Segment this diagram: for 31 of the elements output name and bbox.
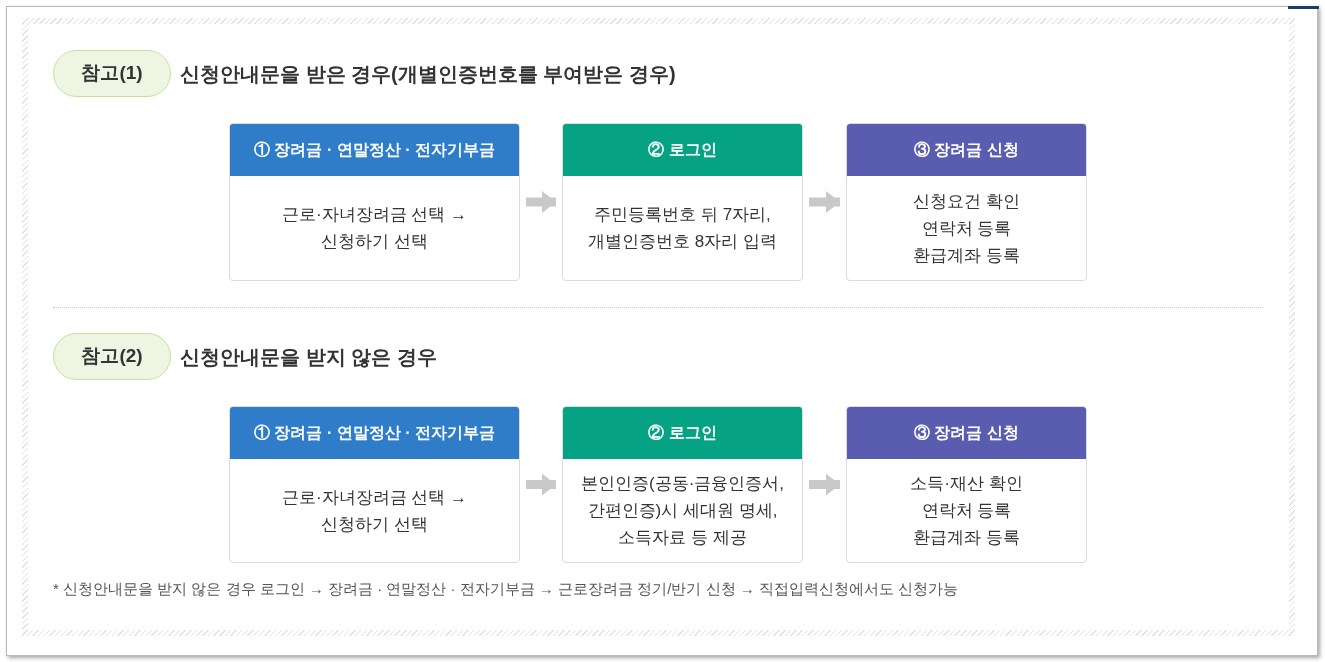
step-header: ① 장려금 · 연말정산 · 전자기부금 — [230, 124, 519, 176]
step-header: ② 로그인 — [563, 407, 802, 459]
footnote: * 신청안내문을 받지 않은 경우 로그인 → 장려금 · 연말정산 · 전자기부금 → 근로장려금 정기/반기 신청 → 직접입력신청에서도 신청가능 — [53, 579, 958, 599]
step-header: ③ 장려금 신청 — [847, 407, 1086, 459]
step-description: 환급계좌 등록 — [913, 244, 1020, 267]
step-description: 환급계좌 등록 — [913, 527, 1020, 549]
step-description: 연락처 등록 — [921, 217, 1012, 240]
step-header: ① 장려금 · 연말정산 · 전자기부금 — [230, 407, 519, 459]
step-card — [562, 123, 803, 281]
section-heading: 신청안내문을 받은 경우(개별인증번호를 부여받은 경우) — [180, 61, 676, 87]
reference-pill: 참고(2) — [53, 333, 171, 380]
step-description: 연락처 등록 — [921, 500, 1012, 522]
step-card — [229, 123, 520, 281]
step-description: 근로·자녀장려금 선택 → 신청하기 선택 — [280, 204, 469, 253]
step-description: 주민등록번호 뒤 7자리, 개별인증번호 8자리 입력 — [587, 204, 778, 253]
step-description: 소득·재산 확인 — [910, 473, 1023, 495]
step-card — [229, 406, 520, 563]
section-heading: 신청안내문을 받지 않은 경우 — [180, 344, 437, 370]
step-header: ② 로그인 — [563, 124, 802, 176]
step-card — [562, 406, 803, 563]
flow-arrow — [526, 191, 556, 213]
flow-arrow — [809, 191, 840, 213]
step-description: 근로·자녀장려금 선택 → 신청하기 선택 — [280, 486, 469, 536]
reference-pill: 참고(1) — [53, 50, 171, 97]
step-description: 신청요건 확인 — [913, 190, 1020, 213]
flow-arrow — [809, 473, 840, 496]
step-card — [846, 406, 1087, 563]
step-description: 본인인증(공동·금융인증서, 간편인증)시 세대원 명세, 소득자료 등 제공 — [579, 473, 785, 549]
step-header: ③ 장려금 신청 — [847, 124, 1086, 176]
step-card — [846, 123, 1087, 281]
flow-arrow — [526, 473, 556, 496]
